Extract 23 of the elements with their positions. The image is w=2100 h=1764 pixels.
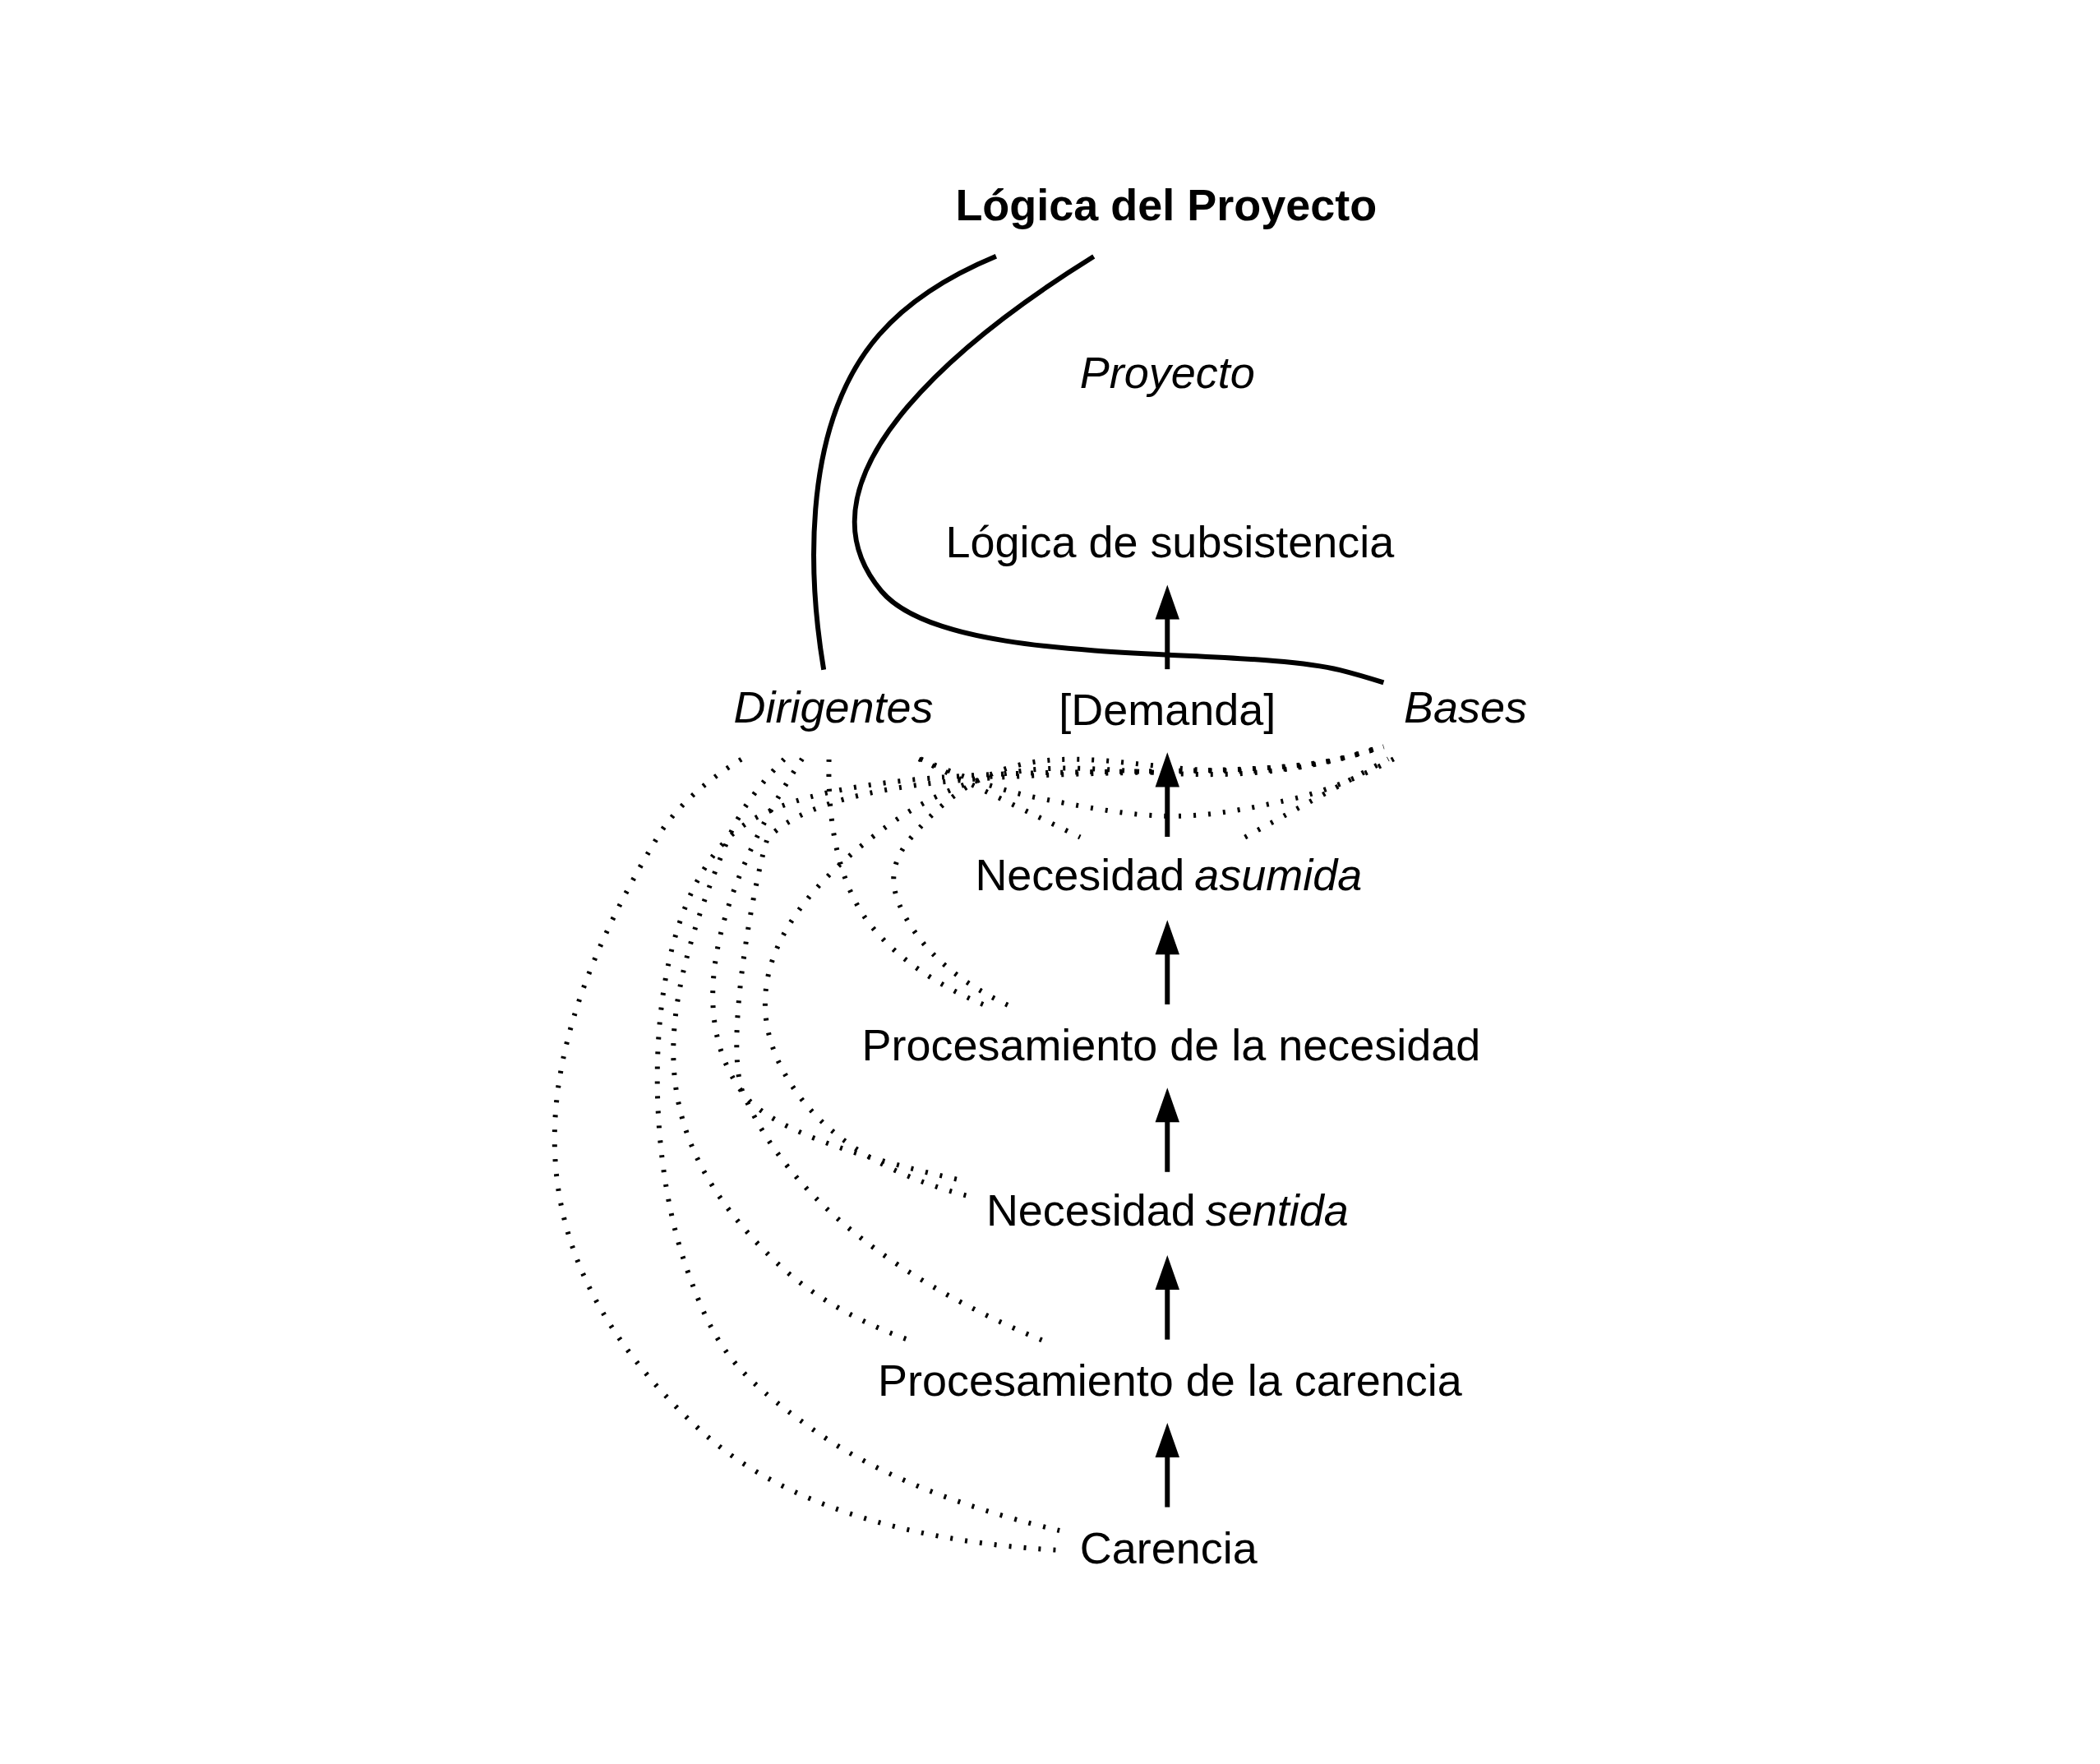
node-text: Carencia bbox=[1079, 1522, 1258, 1572]
connector bbox=[1243, 756, 1390, 840]
connector bbox=[917, 756, 1081, 840]
arrow bbox=[1155, 584, 1179, 670]
arrow bbox=[1155, 1255, 1179, 1340]
connector bbox=[825, 760, 985, 1008]
node-text: [Demanda] bbox=[1058, 685, 1276, 735]
node-text: Procesamiento de la carencia bbox=[877, 1355, 1462, 1405]
arrow bbox=[1155, 920, 1179, 1004]
arrow bbox=[1155, 1087, 1179, 1172]
connector bbox=[919, 756, 1395, 819]
node-text: Necesidad sentida bbox=[985, 1184, 1349, 1235]
node-text: Lógica de subsistencia bbox=[944, 517, 1394, 567]
label: Proyecto bbox=[1079, 347, 1255, 397]
node-text: Bases bbox=[1403, 682, 1527, 732]
node-text: Procesamiento de la necesidad bbox=[861, 1020, 1480, 1070]
connector bbox=[810, 253, 997, 671]
node-text: Lógica del Proyecto bbox=[954, 179, 1377, 229]
node-text: Necesidad asumida bbox=[974, 850, 1362, 900]
connector bbox=[852, 254, 1384, 686]
connector bbox=[654, 744, 1384, 1533]
node-text: Dirigentes bbox=[733, 682, 933, 732]
arrow bbox=[1155, 1422, 1179, 1508]
